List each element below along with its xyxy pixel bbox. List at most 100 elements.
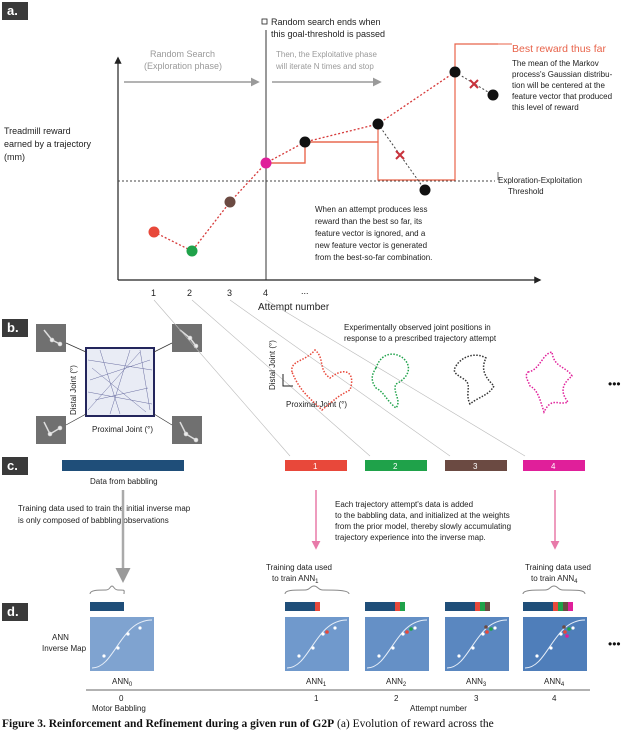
panel-d-tag: d. xyxy=(7,604,19,619)
best-reward-title: Best reward thus far xyxy=(512,43,606,55)
random-search-label-2: (Exploration phase) xyxy=(144,61,222,71)
y-axis-label-3: (mm) xyxy=(4,152,25,162)
tick-label-4: 4 xyxy=(263,288,268,298)
ann3-data-att2 xyxy=(480,602,485,611)
ann-label-1: ANN xyxy=(52,633,69,642)
ann1-name: ANN1 xyxy=(306,677,327,688)
train-ann4-label-1: Training data used xyxy=(525,563,591,572)
attempt-block-label-4: 4 xyxy=(551,462,556,471)
ann2-name: ANN2 xyxy=(386,677,407,688)
panel-b-tag-box xyxy=(2,319,28,337)
y-axis-label-2: earned by a trajectory xyxy=(4,139,92,149)
connector-4 xyxy=(265,299,526,457)
ann4-data-att1 xyxy=(553,602,558,611)
ann0-name: ANN0 xyxy=(112,677,133,688)
exploit-dot-3 xyxy=(449,66,461,78)
ann4-data-att3 xyxy=(563,602,568,611)
less-reward-5: from the best-so-far combination. xyxy=(315,253,432,262)
ann3-att3-point xyxy=(484,625,488,629)
attempt-block-label-2: 2 xyxy=(393,462,398,471)
ann3-name: ANN3 xyxy=(466,677,487,688)
babbling-data-label: Data from babbling xyxy=(90,477,158,486)
reject-mark-2 xyxy=(469,79,479,89)
refine-note-1: Each trajectory attempt's data is added xyxy=(335,500,473,509)
ann4-data-att2 xyxy=(558,602,563,611)
babbling-x-label: Proximal Joint (°) xyxy=(92,425,153,434)
refine-note-2: to the babbling data, and initialized at… xyxy=(335,511,510,520)
best-so-far-step xyxy=(266,124,379,164)
ann0-map xyxy=(90,617,154,671)
ann4-att2-point xyxy=(567,627,571,631)
attempt-block-1 xyxy=(285,460,347,471)
attempt-block-label-1: 1 xyxy=(313,462,318,471)
robot-limbs xyxy=(43,329,199,443)
observed-title-2: response to a prescribed trajectory atte… xyxy=(344,334,497,343)
ann3-att2-point xyxy=(489,627,493,631)
attempt-block-label-3: 3 xyxy=(473,462,478,471)
best-desc-4: feature vector that produced xyxy=(512,92,612,101)
ann4-att3-point xyxy=(562,625,566,629)
attempt-block-3 xyxy=(445,460,507,471)
less-reward-2: reward than the best so far, its xyxy=(315,217,422,226)
babbling-y-label: Distal Joint (°) xyxy=(69,365,78,415)
figure-caption: Figure 3. Reinforcement and Refinement d… xyxy=(2,718,494,730)
ann2-data-att1 xyxy=(395,602,400,611)
trajectory-loop-2 xyxy=(371,353,410,410)
train-ann1-label-1: Training data used xyxy=(266,563,332,572)
ann4-att4-point xyxy=(565,634,569,638)
panel-d-ellipsis: ••• xyxy=(608,637,621,651)
axis-num-2: 2 xyxy=(394,694,399,703)
panel-a-tag-box xyxy=(2,2,28,20)
axis-num-1: 1 xyxy=(314,694,319,703)
y-axis-label-1: Treadmill reward xyxy=(4,126,71,136)
ann0-data-bar xyxy=(90,602,124,611)
panel-d: d. Training data used to train ANN1 Trai… xyxy=(2,563,621,713)
ann3-att1-point xyxy=(485,630,489,634)
panel-a-tag: a. xyxy=(7,3,18,18)
exploit-dot-rejected-2 xyxy=(487,89,499,101)
thumb-link-2 xyxy=(153,342,173,353)
ends-marker xyxy=(261,18,268,25)
exploit-dot-2 xyxy=(372,118,384,130)
ann1-data-bar xyxy=(285,602,315,611)
attempt-3-dot xyxy=(224,196,236,208)
ann-points xyxy=(102,626,575,658)
observed-y-label: Distal Joint (°) xyxy=(268,340,277,390)
exploit-dot-rejected-1 xyxy=(419,184,431,196)
panel-a: a. Treadmill reward earned by a trajecto… xyxy=(2,2,613,313)
best-desc-1: The mean of the Markov xyxy=(512,59,599,68)
brace-0 xyxy=(89,585,125,595)
ann4-data-bar xyxy=(523,602,553,611)
panel-c-tag-box xyxy=(2,457,28,475)
ann4-map xyxy=(523,617,587,671)
exploit-label-1: Then, the Exploitative phase xyxy=(276,50,378,59)
train-ann4-label-2: to train ANN4 xyxy=(531,574,578,585)
x-axis-label: Attempt number xyxy=(258,302,330,313)
less-reward-4: new feature vector is generated xyxy=(315,241,427,250)
ann-curves xyxy=(91,619,586,669)
ann4-data-att4 xyxy=(568,602,573,611)
attempt-block-2 xyxy=(365,460,427,471)
tick-label-1: 1 xyxy=(151,288,156,298)
less-reward-1: When an attempt produces less xyxy=(315,205,428,214)
babbling-texture xyxy=(87,349,153,415)
scale-bar xyxy=(282,374,293,387)
axis-num-0: 0 xyxy=(119,694,124,703)
connector-1 xyxy=(153,299,291,457)
panel-d-tag-box xyxy=(2,603,28,621)
panel-c-tag: c. xyxy=(7,458,18,473)
less-reward-3: feature vector is ignored, and a xyxy=(315,229,426,238)
brace-1 xyxy=(284,585,350,595)
ann1-data-att1 xyxy=(315,602,320,611)
ann1-map xyxy=(285,617,349,671)
robot-pose-thumb-3 xyxy=(36,416,66,444)
ann4-name: ANN4 xyxy=(544,677,565,688)
attempt-4-dot xyxy=(260,157,272,169)
tick-label-2: 2 xyxy=(187,288,192,298)
trajectory-loop-1 xyxy=(291,348,353,412)
reject-mark-1 xyxy=(395,150,405,160)
trajectory-loop-3 xyxy=(453,354,495,406)
axis-num-4: 4 xyxy=(552,694,557,703)
ann2-att1-point xyxy=(405,630,409,634)
